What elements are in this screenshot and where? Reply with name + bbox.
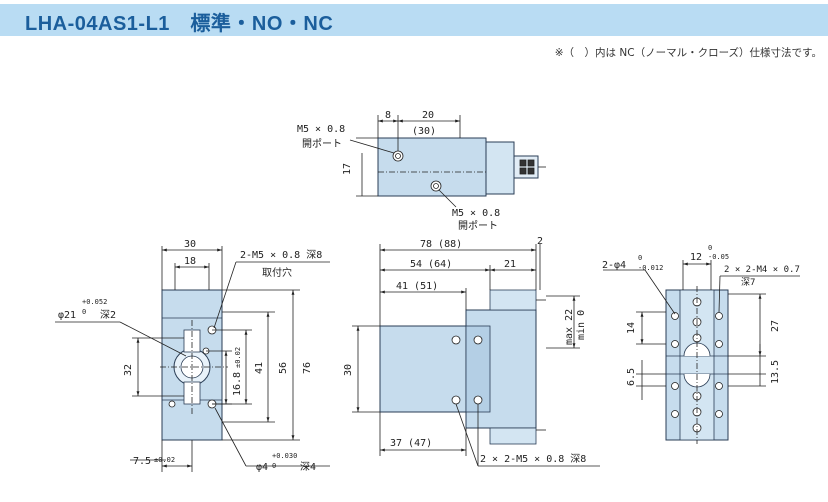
top-connector [513, 155, 539, 179]
phi21-tol-top: +0.052 [82, 298, 107, 306]
phi4-tol-bot: 0 [272, 462, 276, 470]
phi21-label: φ21 [58, 310, 76, 321]
front-hole-label: 2-M5 × 0.8 深8 [240, 249, 322, 261]
right-dim-13-5: 13.5 [770, 360, 781, 384]
side-body [379, 325, 467, 413]
front-dim-41: 41 [254, 362, 265, 374]
side-dim-30: 30 [343, 364, 354, 376]
port-bottom-sub: 開ポート [458, 220, 498, 232]
front-dim-7-5-tol: ±0.02 [154, 456, 175, 464]
port-bottom-label: M5 × 0.8 [452, 208, 500, 219]
front-dim-76: 76 [302, 362, 313, 374]
depth4-label: 深4 [300, 461, 316, 473]
side-dim-37: 37 (47) [390, 438, 432, 449]
right-dim-14: 14 [626, 322, 637, 334]
dim-17: 17 [342, 163, 353, 175]
port-left-sub: 開ポート [302, 138, 342, 150]
side-min0: min 0 [576, 310, 587, 340]
title-bar: LHA-04AS1-L1 標準・NO・NC [0, 4, 828, 36]
page-title: LHA-04AS1-L1 標準・NO・NC [25, 13, 334, 35]
right-phi-tol-top: 0 [638, 254, 642, 262]
phi21-tol-bot: 0 [82, 308, 86, 316]
right-dim-12-tol-bot: -0.05 [708, 253, 729, 261]
dim-30-paren: (30) [412, 126, 436, 137]
dim-8: 8 [385, 110, 391, 121]
top-view [349, 115, 546, 208]
nc-note: ※（ ）内は NC（ノーマル・クローズ）仕様寸法です。 [554, 47, 822, 59]
right-dim-12-tol-top: 0 [708, 244, 712, 252]
front-dim-56: 56 [278, 362, 289, 374]
front-dim-30: 30 [184, 239, 196, 250]
port-left-label: M5 × 0.8 [297, 124, 345, 135]
right-dim-27: 27 [770, 320, 781, 332]
right-view [603, 260, 800, 444]
side-dim-21: 21 [504, 259, 516, 270]
right-dim-6-5: 6.5 [626, 368, 637, 386]
front-dim-7-5: 7.5 [133, 456, 151, 467]
right-phi-tol-bot: -0.012 [638, 264, 663, 272]
right-m4-label: 2 × 2-M4 × 0.7 [724, 265, 800, 275]
side-dim-41: 41 (51) [396, 281, 438, 292]
front-hole-sub: 取付穴 [262, 266, 292, 279]
depth2-label: 深2 [100, 309, 116, 321]
front-dim-16-8: 16.8 [232, 372, 243, 396]
right-dim-12: 12 [690, 252, 702, 263]
right-m4-sub: 深7 [741, 277, 755, 288]
phi4-label: φ4 [256, 462, 268, 473]
front-dim-16-8-tol: ±0.02 [234, 347, 242, 368]
front-dim-18: 18 [184, 256, 196, 267]
dim-20: 20 [422, 110, 434, 121]
phi4-tol-top: +0.030 [272, 452, 297, 460]
right-phi-label: 2-φ4 [602, 260, 626, 271]
side-hole-label: 2 × 2-M5 × 0.8 深8 [480, 453, 586, 465]
side-dim-54: 54 (64) [410, 259, 452, 270]
front-view [55, 246, 330, 472]
side-max22: max 22 [564, 309, 575, 345]
front-dim-32: 32 [123, 364, 134, 376]
side-view [352, 244, 600, 467]
side-dim-2: 2 [537, 236, 543, 247]
side-dim-78: 78 (88) [420, 239, 462, 250]
